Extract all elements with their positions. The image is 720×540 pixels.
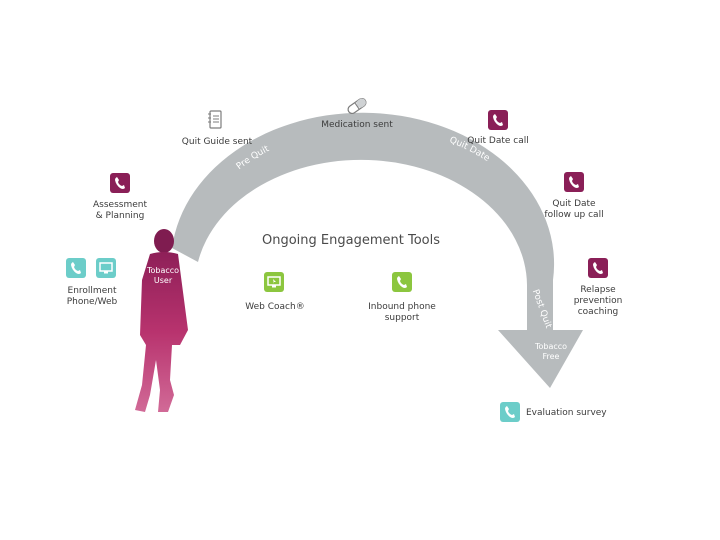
phone-icon [66, 258, 86, 278]
monitor-icon [264, 272, 284, 292]
phone-icon [488, 110, 508, 130]
notebook-icon [206, 110, 224, 130]
pill-icon [345, 96, 369, 116]
journey-arc [172, 112, 583, 388]
phone-icon [110, 173, 130, 193]
phone-icon [392, 272, 412, 292]
tobacco-user-figure [135, 229, 188, 412]
phone-icon [588, 258, 608, 278]
phone-icon [500, 402, 520, 422]
step-medication: Medication sent [321, 120, 393, 130]
phone-icon [564, 172, 584, 192]
step-evaluation: Evaluation survey [526, 408, 607, 418]
center-title: Ongoing Engagement Tools [262, 233, 440, 248]
monitor-icon [96, 258, 116, 278]
step-assessment: Assessment& Planning [93, 200, 147, 221]
tool-web-coach: Web Coach® [245, 302, 305, 312]
step-quit-guide: Quit Guide sent [181, 137, 253, 147]
step-quit-date-call: Quit Date call [467, 136, 529, 146]
